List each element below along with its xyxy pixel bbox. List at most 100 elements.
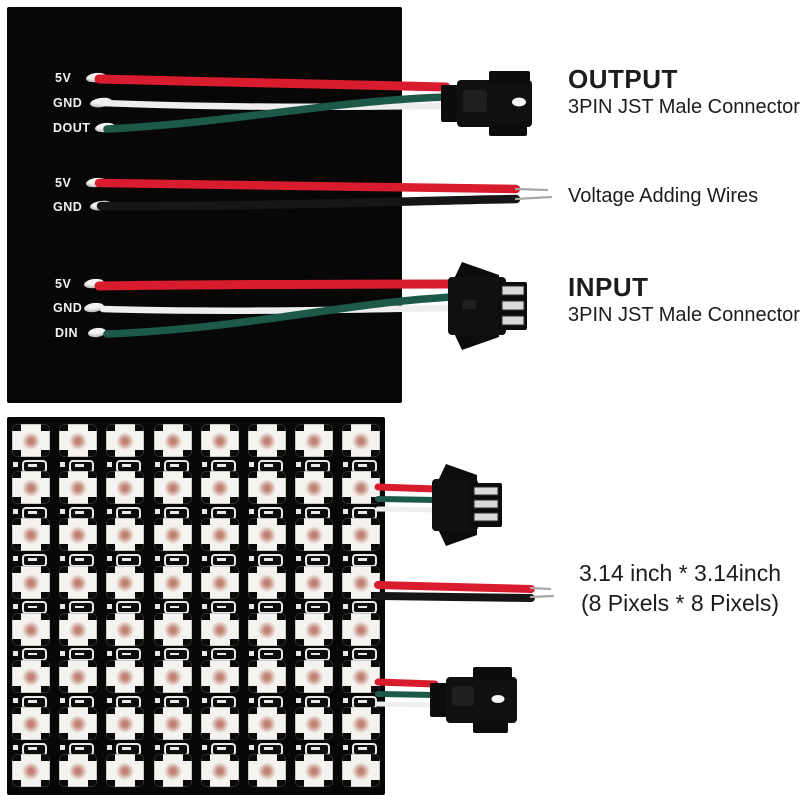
led-pixel	[200, 565, 239, 599]
solder-pad	[249, 650, 254, 656]
size-line2: (8 Pixels * 8 Pixels)	[580, 590, 780, 616]
solder-pad	[296, 698, 302, 703]
led-pixel	[153, 424, 192, 457]
solder-pad	[13, 556, 18, 562]
solder-pad	[60, 509, 66, 515]
solder-pad	[60, 556, 66, 562]
solder-pad	[60, 603, 66, 609]
solder-pad	[201, 509, 207, 515]
led-pixel	[200, 754, 239, 788]
led-pixel	[59, 518, 98, 552]
led-pixel	[153, 565, 192, 599]
led-pixel	[153, 707, 192, 741]
pin-label-5v-voltage: 5V	[55, 176, 72, 190]
led-pixel	[200, 707, 239, 741]
output-title: OUTPUT	[568, 64, 678, 94]
voltage-label: Voltage Adding Wires	[568, 185, 759, 207]
solder-pad	[13, 509, 18, 515]
capacitor	[352, 553, 378, 567]
capacitor	[258, 553, 283, 567]
solder-pad	[89, 199, 113, 212]
jst-male-connector-panel-icon	[432, 464, 502, 546]
solder-pad	[85, 71, 107, 84]
led-pixel	[12, 424, 50, 457]
pin-label-gnd-voltage: GND	[53, 200, 83, 214]
pin-label-gnd-input: GND	[53, 301, 83, 315]
led-pixel	[200, 660, 239, 693]
solder-pad	[107, 650, 113, 656]
led-pixel	[59, 565, 98, 599]
led-pixel	[106, 707, 145, 741]
led-pixel	[106, 565, 145, 599]
led-pixel	[342, 424, 381, 457]
led-pixel	[342, 707, 381, 741]
led-pixel	[59, 660, 98, 693]
solder-pad	[343, 603, 349, 609]
solder-pad	[154, 698, 160, 703]
solder-pad	[107, 462, 113, 467]
jst-male-connector-panel-output-icon	[430, 667, 517, 733]
led-pixel	[12, 612, 50, 646]
size-annotation: 3.14 inch * 3.14inch (8 Pixels * 8 Pixel…	[570, 558, 790, 618]
led-pixel	[295, 612, 334, 646]
solder-pad	[13, 745, 18, 751]
input-title: INPUT	[568, 272, 649, 302]
led-pixel	[200, 471, 239, 505]
solder-pad	[83, 301, 105, 314]
led-pixel	[153, 612, 192, 646]
led-pixel	[248, 565, 286, 599]
solder-pad	[85, 176, 107, 189]
solder-pad	[249, 556, 254, 562]
led-pixel	[12, 660, 50, 693]
solder-pad	[13, 462, 18, 467]
led-pixel	[106, 471, 145, 505]
solder-pad	[60, 462, 66, 467]
solder-pad	[107, 745, 113, 751]
capacitor	[210, 506, 236, 520]
led-pixel	[342, 518, 381, 552]
solder-pad	[107, 556, 113, 562]
solder-pad	[296, 650, 302, 656]
pin-label-gnd-output: GND	[53, 96, 83, 110]
capacitor	[305, 553, 331, 567]
led-pixel	[248, 707, 286, 741]
solder-pad	[201, 745, 207, 751]
led-pixel	[200, 424, 239, 457]
size-line1: 3.14 inch * 3.14inch	[578, 560, 782, 586]
led-pixel	[295, 565, 334, 599]
jst-male-connector-input-icon	[448, 262, 527, 350]
led-pixel	[295, 471, 334, 505]
pin-label-din: DIN	[55, 326, 79, 340]
output-subtitle: 3PIN JST Male Connector	[568, 96, 800, 118]
led-pixel	[106, 660, 145, 693]
solder-pad	[83, 277, 105, 290]
led-pixel	[59, 707, 98, 741]
solder-pad	[94, 121, 116, 134]
solder-pad	[296, 603, 302, 609]
led-pixel	[153, 660, 192, 693]
solder-pad	[201, 603, 207, 609]
solder-pad	[154, 556, 160, 562]
led-pixel	[248, 424, 286, 457]
wiring-panel: 5V GND DOUT 5V GND 5V GND DIN	[7, 7, 402, 403]
panel-power-wires	[374, 581, 555, 602]
pin-label-dout: DOUT	[53, 121, 91, 135]
led-pixel	[59, 424, 98, 457]
solder-pad	[296, 509, 302, 515]
pin-label-5v-output: 5V	[55, 71, 72, 85]
capacitor	[163, 648, 189, 662]
solder-pad	[154, 603, 160, 609]
led-pixel	[106, 612, 145, 646]
capacitor	[22, 553, 47, 567]
led-pixel	[106, 424, 145, 457]
led-pixel	[106, 754, 145, 788]
solder-pad	[13, 603, 18, 609]
solder-pad	[249, 509, 254, 515]
solder-pad	[107, 698, 113, 703]
led-pixel	[295, 424, 334, 457]
led-pixel	[12, 471, 50, 505]
solder-pad	[343, 509, 349, 515]
led-pixel	[59, 754, 98, 788]
led-pixel	[342, 660, 381, 693]
